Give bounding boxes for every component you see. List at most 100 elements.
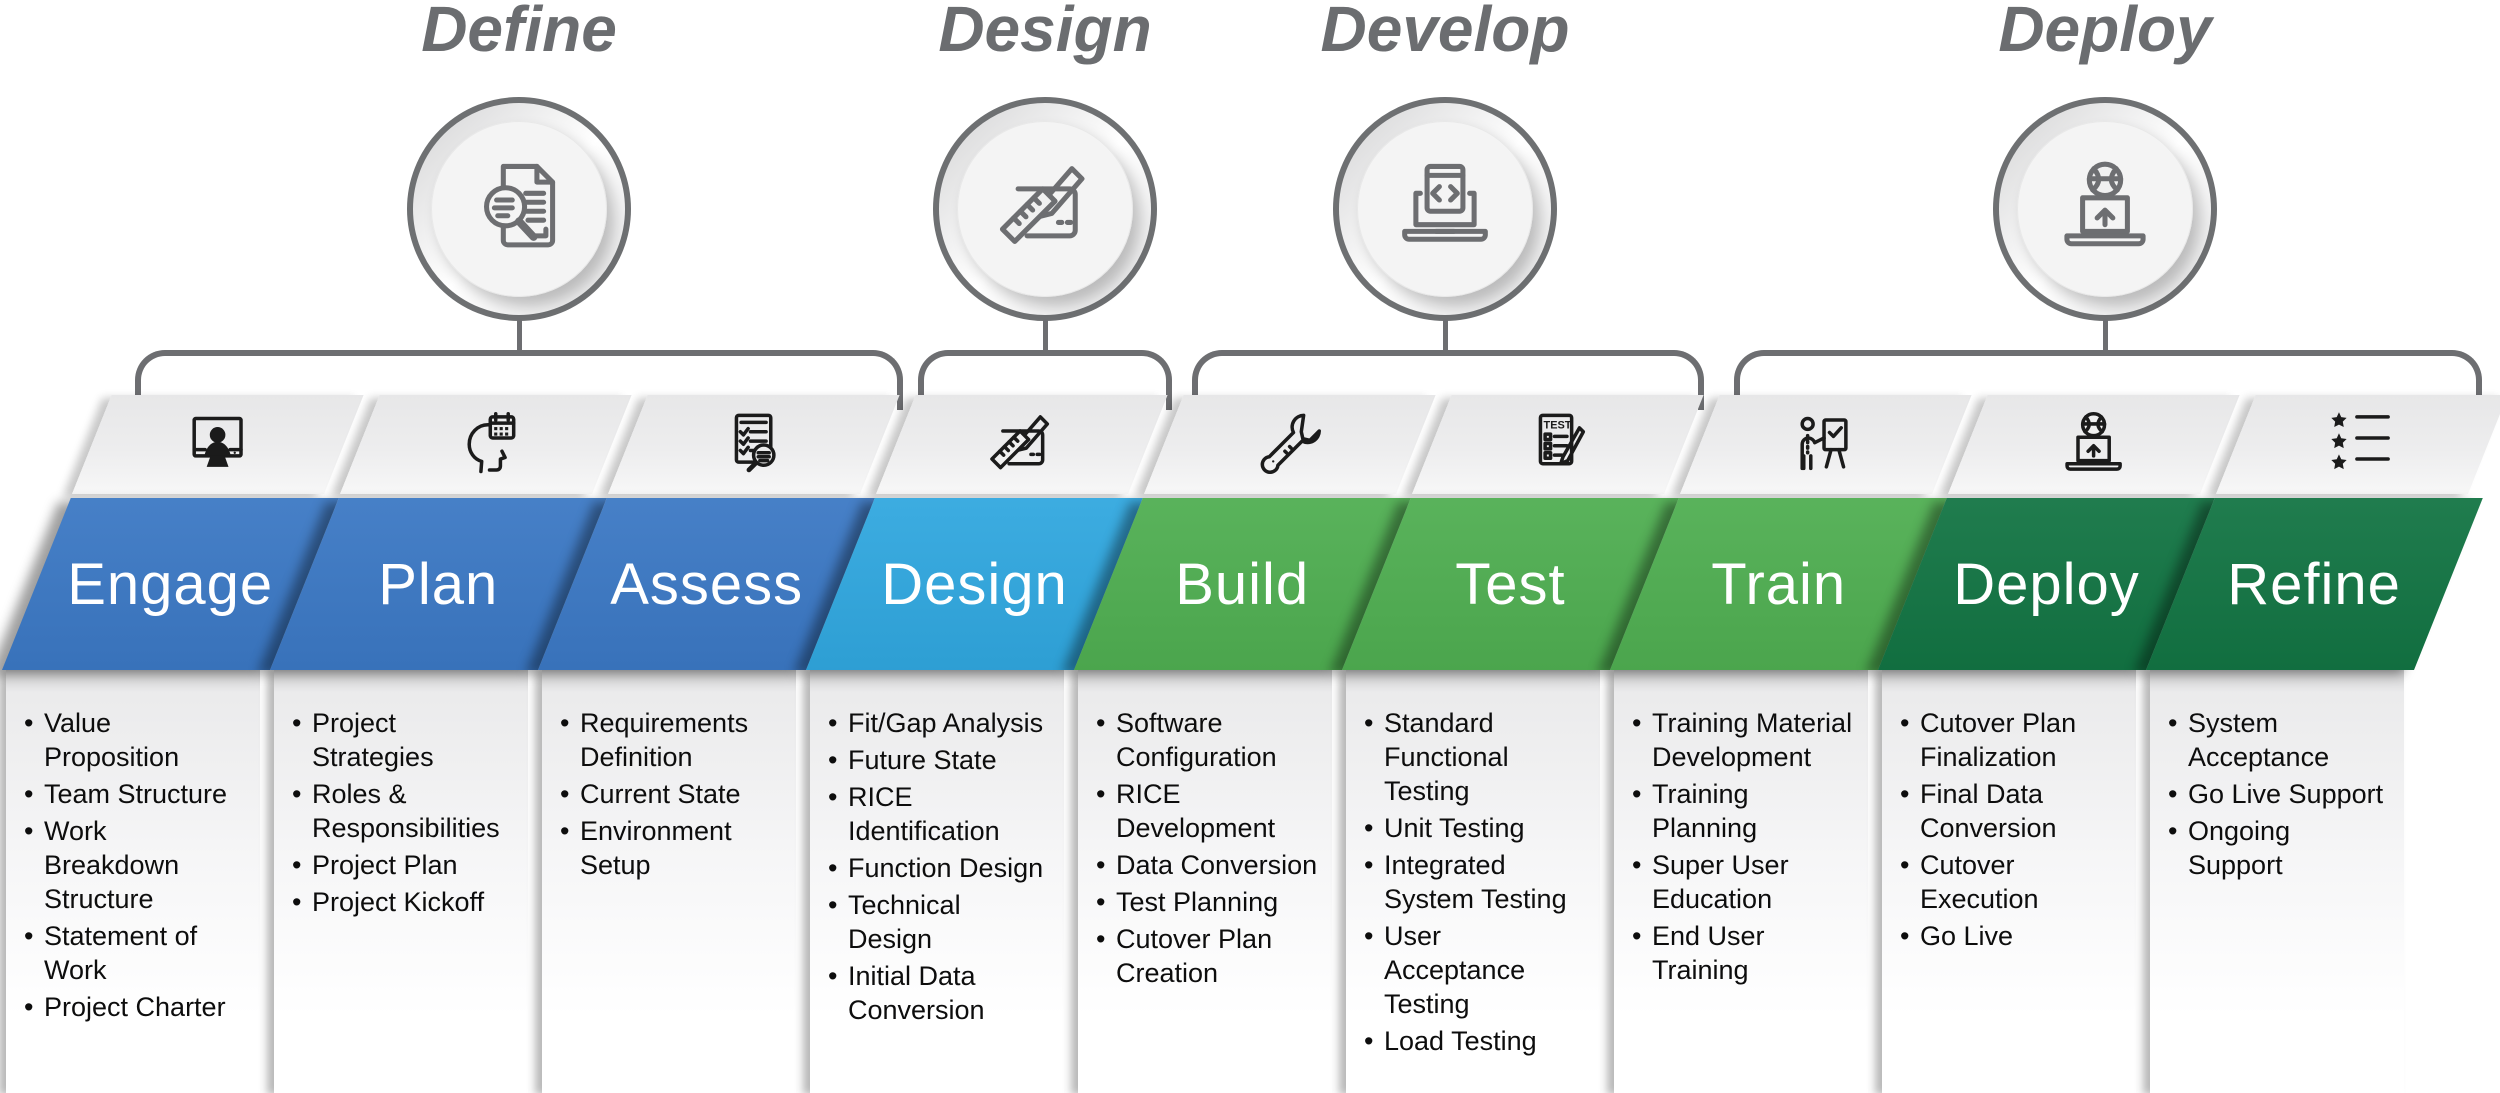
list-item: Training Planning — [1630, 777, 1854, 845]
test-banner-label: Test — [1455, 551, 1566, 617]
train-activity-list: Training Material Development Training P… — [1614, 668, 1868, 987]
list-item: Load Testing — [1362, 1024, 1586, 1058]
bracket-deploy — [1734, 350, 2482, 410]
list-item: Cutover Plan Creation — [1094, 922, 1318, 990]
list-item: Project Charter — [22, 990, 246, 1024]
phase-deploy-label: Deploy — [1998, 0, 2212, 65]
list-item: Software Configuration — [1094, 706, 1318, 774]
bracket-define — [135, 350, 903, 410]
head-calendar-icon — [447, 406, 525, 484]
phase-develop-label: Develop — [1320, 0, 1570, 65]
list-item: Ongoing Support — [2166, 814, 2390, 882]
test-banner: Test — [1342, 498, 1679, 670]
checklist-magnifier-icon — [715, 406, 793, 484]
bracket-develop — [1192, 350, 1704, 410]
engage-banner: Engage — [2, 498, 339, 670]
list-item: Requirements Definition — [558, 706, 782, 774]
test-clipboard-icon: TEST — [1519, 406, 1597, 484]
list-item: Standard Functional Testing — [1362, 706, 1586, 808]
plan-activity-list: Project Strategies Roles & Responsibilit… — [274, 668, 528, 919]
list-item: End User Training — [1630, 919, 1854, 987]
engage-activity-list: Value Proposition Team Structure Work Br… — [6, 668, 260, 1024]
plan-banner: Plan — [270, 498, 607, 670]
document-magnifier-icon — [463, 153, 575, 265]
deploy-activity-list: Cutover Plan Finalization Final Data Con… — [1882, 668, 2136, 953]
list-item: Cutover Plan Finalization — [1898, 706, 2122, 774]
phase-develop-circle — [1333, 97, 1557, 321]
train-banner-label: Train — [1710, 551, 1846, 617]
list-item: Work Breakdown Structure — [22, 814, 246, 916]
list-item: Roles & Responsibilities — [290, 777, 514, 845]
laptop-code-icon — [1389, 153, 1501, 265]
refine-activity-list: System Acceptance Go Live Support Ongoin… — [2150, 668, 2404, 882]
list-item: Training Material Development — [1630, 706, 1854, 774]
list-item: Data Conversion — [1094, 848, 1318, 882]
list-item: Project Plan — [290, 848, 514, 882]
list-item: System Acceptance — [2166, 706, 2390, 774]
laptop-upload-globe-icon — [2049, 153, 2161, 265]
list-item: Current State — [558, 777, 782, 811]
list-item: Fit/Gap Analysis — [826, 706, 1050, 740]
deploy-banner: Deploy — [1878, 498, 2215, 670]
assess-banner-label: Assess — [609, 551, 803, 617]
list-item: User Acceptance Testing — [1362, 919, 1586, 1021]
phase-design-circle — [933, 97, 1157, 321]
design-banner-label: Design — [881, 551, 1068, 617]
list-item: Final Data Conversion — [1898, 777, 2122, 845]
train-banner: Train — [1610, 498, 1947, 670]
assess-activity-card: Requirements Definition Current State En… — [542, 668, 796, 1093]
engage-banner-label: Engage — [67, 551, 274, 617]
deploy-activity-card: Cutover Plan Finalization Final Data Con… — [1882, 668, 2136, 1093]
build-activity-card: Software Configuration RICE Development … — [1078, 668, 1332, 1093]
list-item: Project Strategies — [290, 706, 514, 774]
list-item: Go Live Support — [2166, 777, 2390, 811]
phase-design-label: Design — [938, 0, 1152, 65]
deploy-banner-label: Deploy — [1953, 551, 2140, 617]
list-item: Environment Setup — [558, 814, 782, 882]
assess-banner: Assess — [538, 498, 875, 670]
list-item: Function Design — [826, 851, 1050, 885]
train-activity-card: Training Material Development Training P… — [1614, 668, 1868, 1093]
laptop-upload-globe-icon — [2055, 406, 2133, 484]
list-item: Statement of Work — [22, 919, 246, 987]
trainer-presentation-icon — [1787, 406, 1865, 484]
design-activity-list: Fit/Gap Analysis Future State RICE Ident… — [810, 668, 1064, 1027]
phase-deploy-circle — [1993, 97, 2217, 321]
list-item: Integrated System Testing — [1362, 848, 1586, 916]
refine-banner-label: Refine — [2227, 551, 2402, 617]
list-item: Go Live — [1898, 919, 2122, 953]
phase-define-circle — [407, 97, 631, 321]
engage-activity-card: Value Proposition Team Structure Work Br… — [6, 668, 260, 1093]
build-activity-list: Software Configuration RICE Development … — [1078, 668, 1332, 990]
list-item: Initial Data Conversion — [826, 959, 1050, 1027]
list-item: Value Proposition — [22, 706, 246, 774]
build-banner-label: Build — [1175, 551, 1310, 617]
list-item: Technical Design — [826, 888, 1050, 956]
monitor-person-icon — [179, 406, 257, 484]
list-item: Project Kickoff — [290, 885, 514, 919]
list-item: RICE Development — [1094, 777, 1318, 845]
wrench-icon — [1251, 406, 1329, 484]
star-list-icon — [2323, 406, 2401, 484]
list-item: RICE Identification — [826, 780, 1050, 848]
design-sketch-icon — [983, 406, 1061, 484]
design-banner: Design — [806, 498, 1143, 670]
build-banner: Build — [1074, 498, 1411, 670]
test-activity-list: Standard Functional Testing Unit Testing… — [1346, 668, 1600, 1058]
phase-define-label: Define — [421, 0, 617, 65]
design-sketch-icon — [989, 153, 1101, 265]
refine-activity-card: System Acceptance Go Live Support Ongoin… — [2150, 668, 2404, 1093]
